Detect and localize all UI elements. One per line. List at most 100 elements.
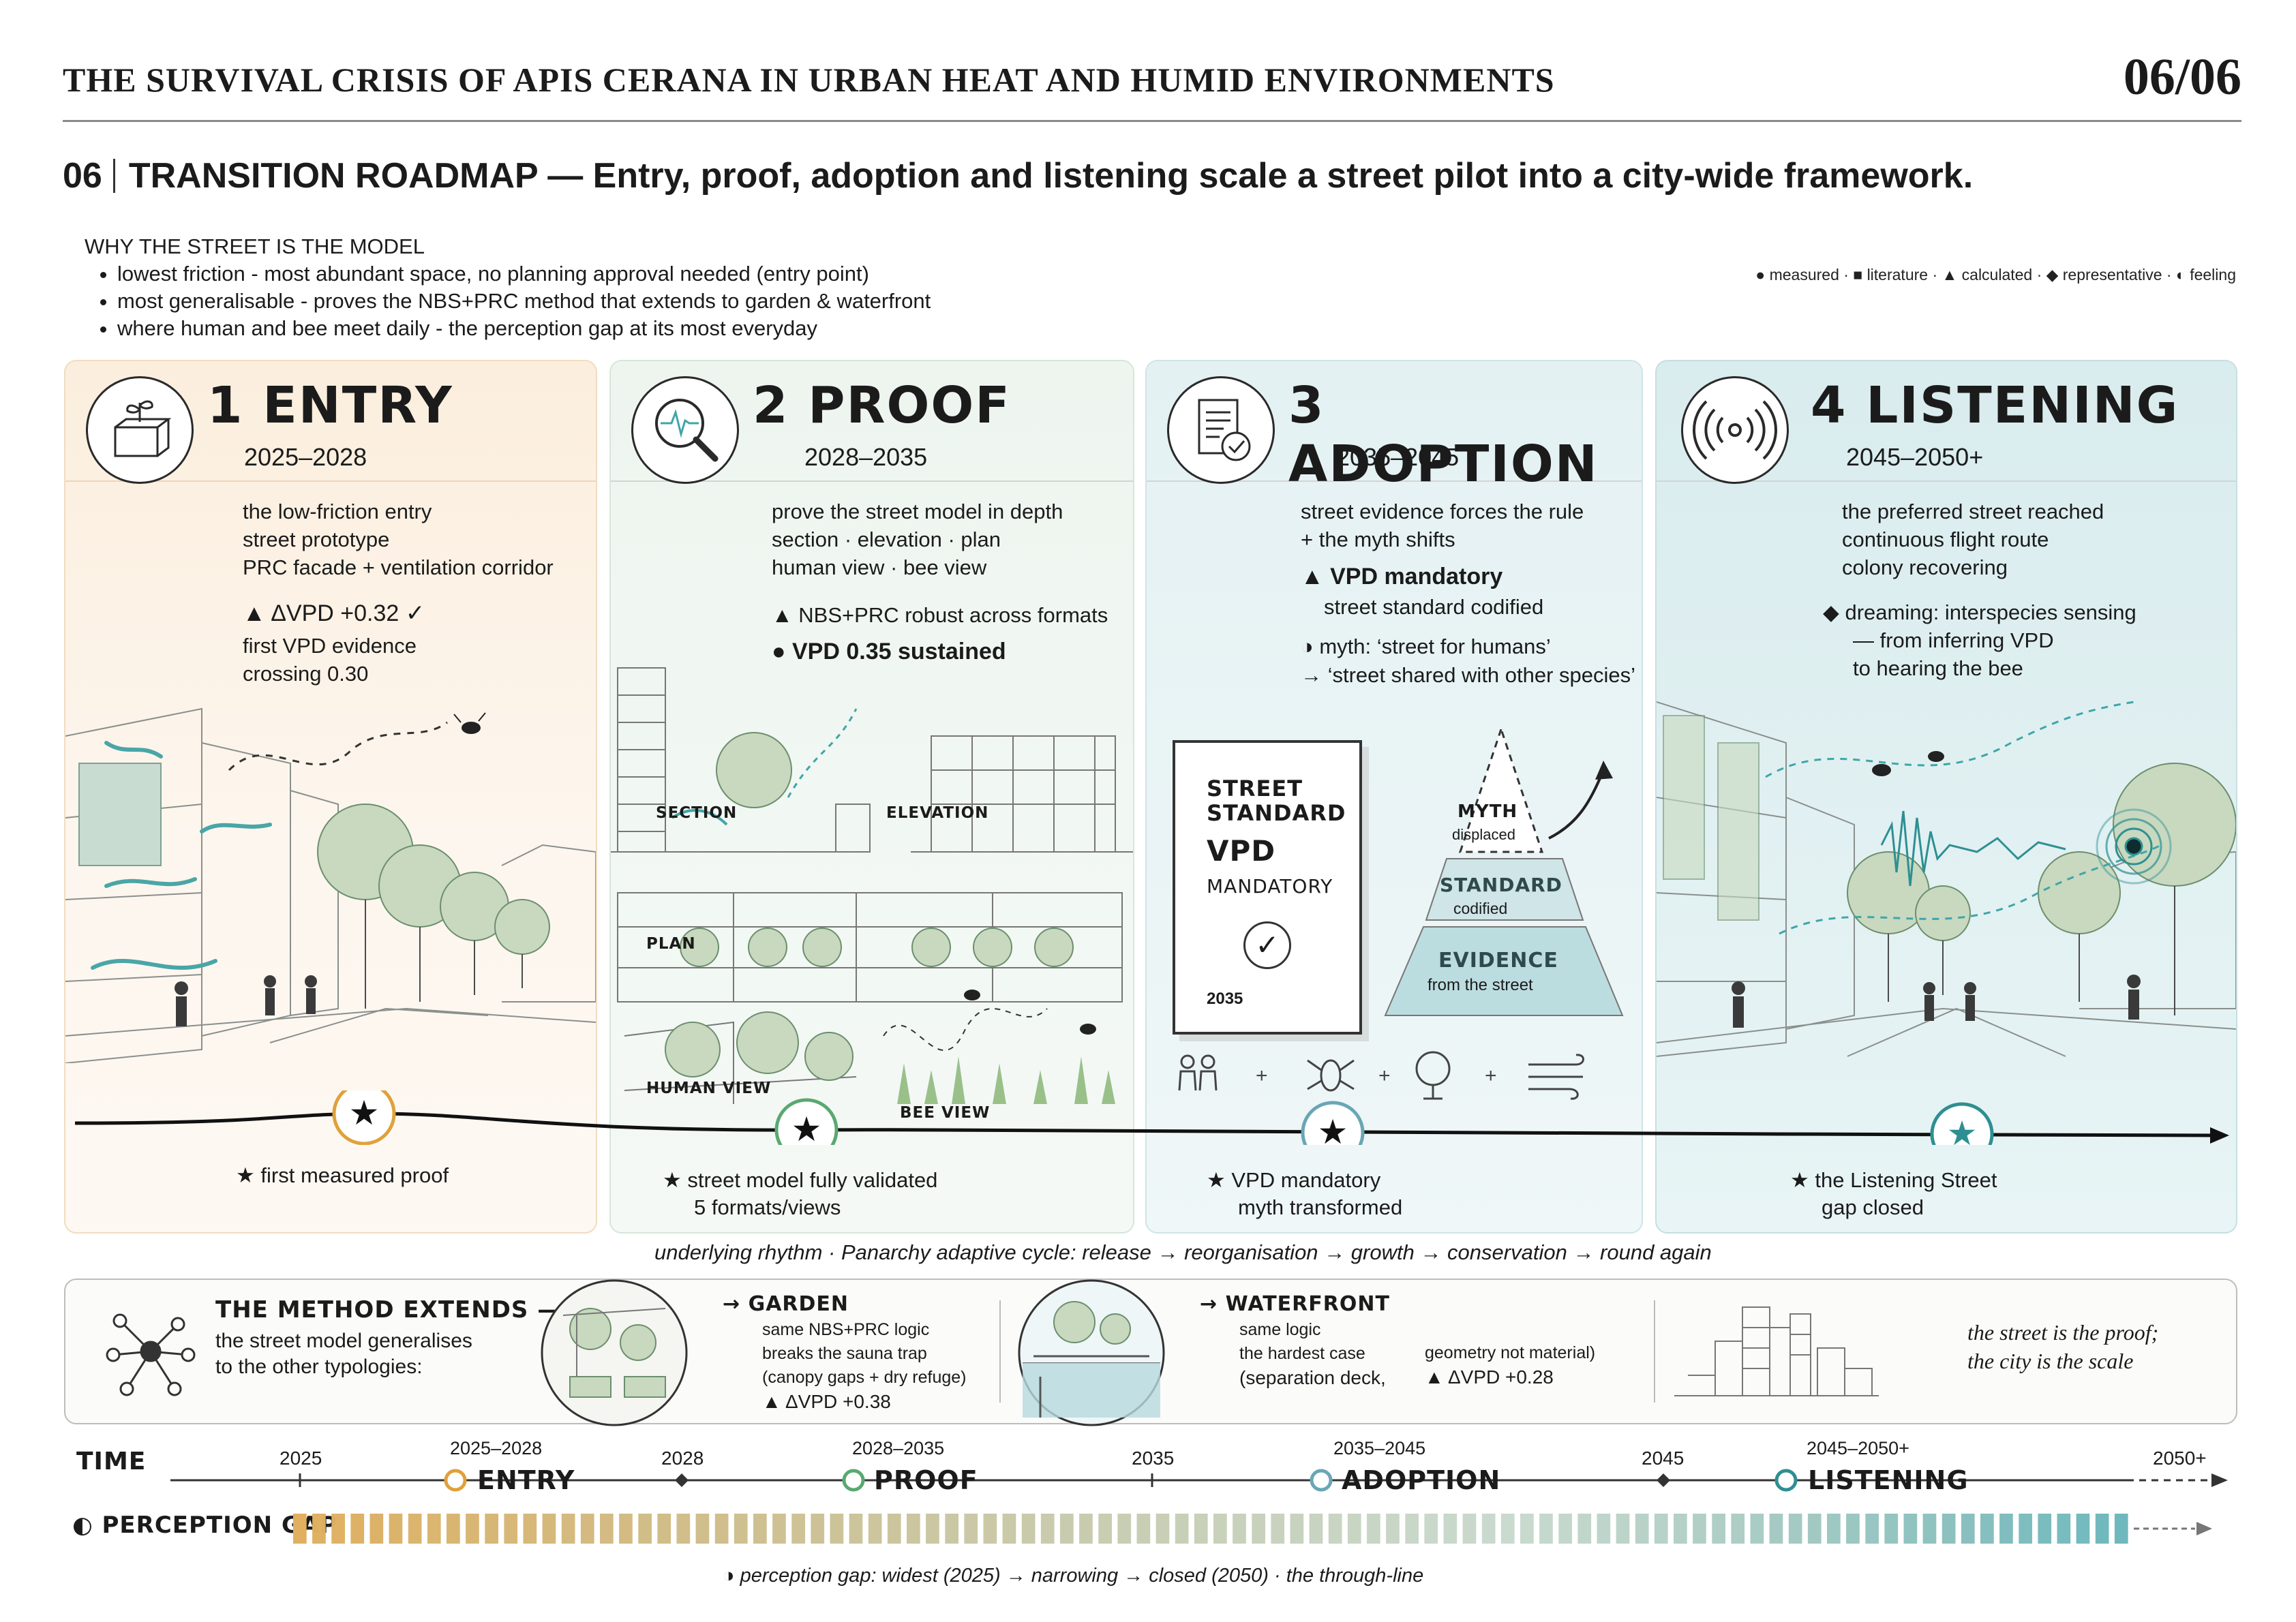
perception-gap-block [331, 1514, 345, 1544]
phase-metric: ● VPD 0.35 sustained [772, 639, 1006, 664]
svg-text:★: ★ [349, 1093, 380, 1133]
closing-quote: the street is the proof; the city is the… [1967, 1318, 2158, 1375]
perception-gap-block [1942, 1514, 1956, 1544]
perception-gap-block [447, 1514, 460, 1544]
phase-years: 2035–2045 [1336, 443, 1460, 471]
phase-description: prove the street model in depth section … [772, 498, 1063, 581]
milestone-text: street model fully validated [687, 1168, 938, 1192]
section-number: 06 [63, 156, 102, 196]
section-heading: TRANSITION ROADMAP — Entry, proof, adopt… [128, 156, 1974, 196]
waterfront-line: geometry not material) [1425, 1343, 1596, 1362]
desc-line: prove the street model in depth [772, 500, 1063, 523]
garden-line: same NBS+PRC logic [762, 1320, 930, 1339]
perception-gap-block [580, 1514, 594, 1544]
milestone-text: gap closed [1822, 1195, 1924, 1219]
perception-gap-block [619, 1514, 633, 1544]
perception-gap-block [1903, 1514, 1918, 1544]
perception-gap-block [1654, 1514, 1668, 1544]
garden-line: breaks the sauna trap [762, 1344, 927, 1363]
milestone-entry: ★ first measured proof [236, 1163, 449, 1187]
tick-2028: 2028 [661, 1448, 704, 1469]
planter-sprout-icon [86, 376, 194, 484]
why-item: most generalisable - proves the NBS+PRC … [117, 288, 931, 315]
pyramid-label: STANDARD [1440, 874, 1562, 896]
phase-title: 2 PROOF [753, 376, 1011, 435]
perception-gap-block [1712, 1514, 1725, 1544]
phase-years: 2025–2028 [244, 443, 367, 471]
perception-gap-block [1443, 1514, 1457, 1544]
pyramid-label: EVIDENCE [1438, 949, 1558, 973]
phase-years-entry: 2025–2028 [450, 1438, 543, 1458]
perception-gap-block [2057, 1514, 2071, 1544]
perception-gap-block [1807, 1514, 1822, 1544]
perception-gap-block [1980, 1514, 1994, 1544]
perception-gap-block [504, 1514, 518, 1544]
arrow-head [2210, 1127, 2229, 1144]
waterfront-title: → WATERFRONT [1200, 1292, 1390, 1316]
perception-gap-block [1040, 1514, 1055, 1544]
city-skyline-sketch [1674, 1306, 1879, 1396]
perception-gap-block [753, 1514, 767, 1544]
phase-header [1147, 361, 1642, 482]
document-check-icon [1167, 376, 1275, 484]
milestone-star-entry: ★ [332, 1090, 396, 1145]
milestone-star-proof: ★ [774, 1098, 839, 1145]
phase-years-adoption: 2035–2045 [1333, 1438, 1426, 1458]
phase-description: street evidence forces the rule + the my… [1301, 498, 1584, 553]
perception-gap-note: ◑ perception gap: widest (2025) → narrow… [723, 1565, 1424, 1587]
phase-panel-adoption: 3 ADOPTION 2035–2045 street evidence for… [1145, 360, 1643, 1234]
proof-views-sketch [611, 667, 1133, 1104]
perception-gap-block [657, 1514, 671, 1544]
phase-panel-proof: 2 PROOF 2028–2035 prove the street model… [609, 360, 1134, 1234]
perception-gap-block [1577, 1514, 1592, 1544]
milestone-text: myth transformed [1238, 1195, 1403, 1219]
perception-gap-block [1884, 1514, 1899, 1544]
perception-gap-block [312, 1514, 326, 1544]
perception-gap-block [1520, 1514, 1534, 1544]
header-rule [63, 120, 2241, 122]
phase-header [65, 361, 596, 482]
perception-gap-block [1539, 1514, 1553, 1544]
phase-metric: ▲ ΔVPD +0.32 ✓ first VPD evidence crossi… [243, 600, 425, 688]
perception-gap-block [1481, 1514, 1496, 1544]
perception-gap-block [1175, 1514, 1189, 1544]
desc-line: section · elevation · plan [772, 527, 1001, 551]
quote-line: the city is the scale [1967, 1349, 2134, 1373]
quote-line: the street is the proof; [1967, 1320, 2159, 1345]
garden-lines: same NBS+PRC logic breaks the sauna trap… [762, 1318, 966, 1413]
perception-gap-block [1233, 1514, 1246, 1544]
perception-gap-block [1616, 1514, 1630, 1544]
perception-gap-block [1558, 1514, 1572, 1544]
perception-gap-block [887, 1514, 901, 1544]
milestone-text: 5 formats/views [694, 1195, 841, 1219]
perception-gap-block [389, 1514, 403, 1544]
section-divider [112, 159, 115, 193]
book-text: STANDARD [1207, 800, 1346, 826]
milestone-text: the Listening Street [1815, 1168, 1997, 1192]
dream-note: ◆ dreaming: interspecies sensing — from … [1823, 598, 2136, 682]
perception-gap-block [1136, 1514, 1151, 1544]
network-node-icon [106, 1313, 196, 1396]
garden-line: ▲ ΔVPD +0.38 [762, 1391, 891, 1412]
divider [999, 1300, 1001, 1403]
phase-description: the low-friction entry street prototype … [243, 498, 554, 581]
perception-gap-block [1865, 1514, 1879, 1544]
desc-line: + the myth shifts [1301, 527, 1455, 551]
perception-gap-block [427, 1514, 441, 1544]
perception-gap-block [1194, 1514, 1208, 1544]
perception-gap-block [1213, 1514, 1227, 1544]
perception-gap-block [2114, 1514, 2128, 1544]
perception-gap-block [1788, 1514, 1802, 1544]
desc-line: the preferred street reached [1842, 500, 2104, 523]
perception-gap-block [1462, 1514, 1477, 1544]
dream-line: ◆ dreaming: interspecies sensing [1823, 600, 2136, 624]
method-sub: to the other typologies: [215, 1356, 423, 1378]
perception-gap-block [600, 1514, 614, 1544]
perception-gap-block [714, 1514, 729, 1544]
perception-gap-block [830, 1514, 844, 1544]
perception-gap-bar [293, 1514, 2212, 1544]
divider [1654, 1300, 1655, 1403]
view-label-human: HUMAN VIEW [646, 1080, 772, 1097]
perception-gap-block [1367, 1514, 1380, 1544]
phase-panel-listening: 4 LISTENING 2045–2050+ the preferred str… [1655, 360, 2237, 1234]
